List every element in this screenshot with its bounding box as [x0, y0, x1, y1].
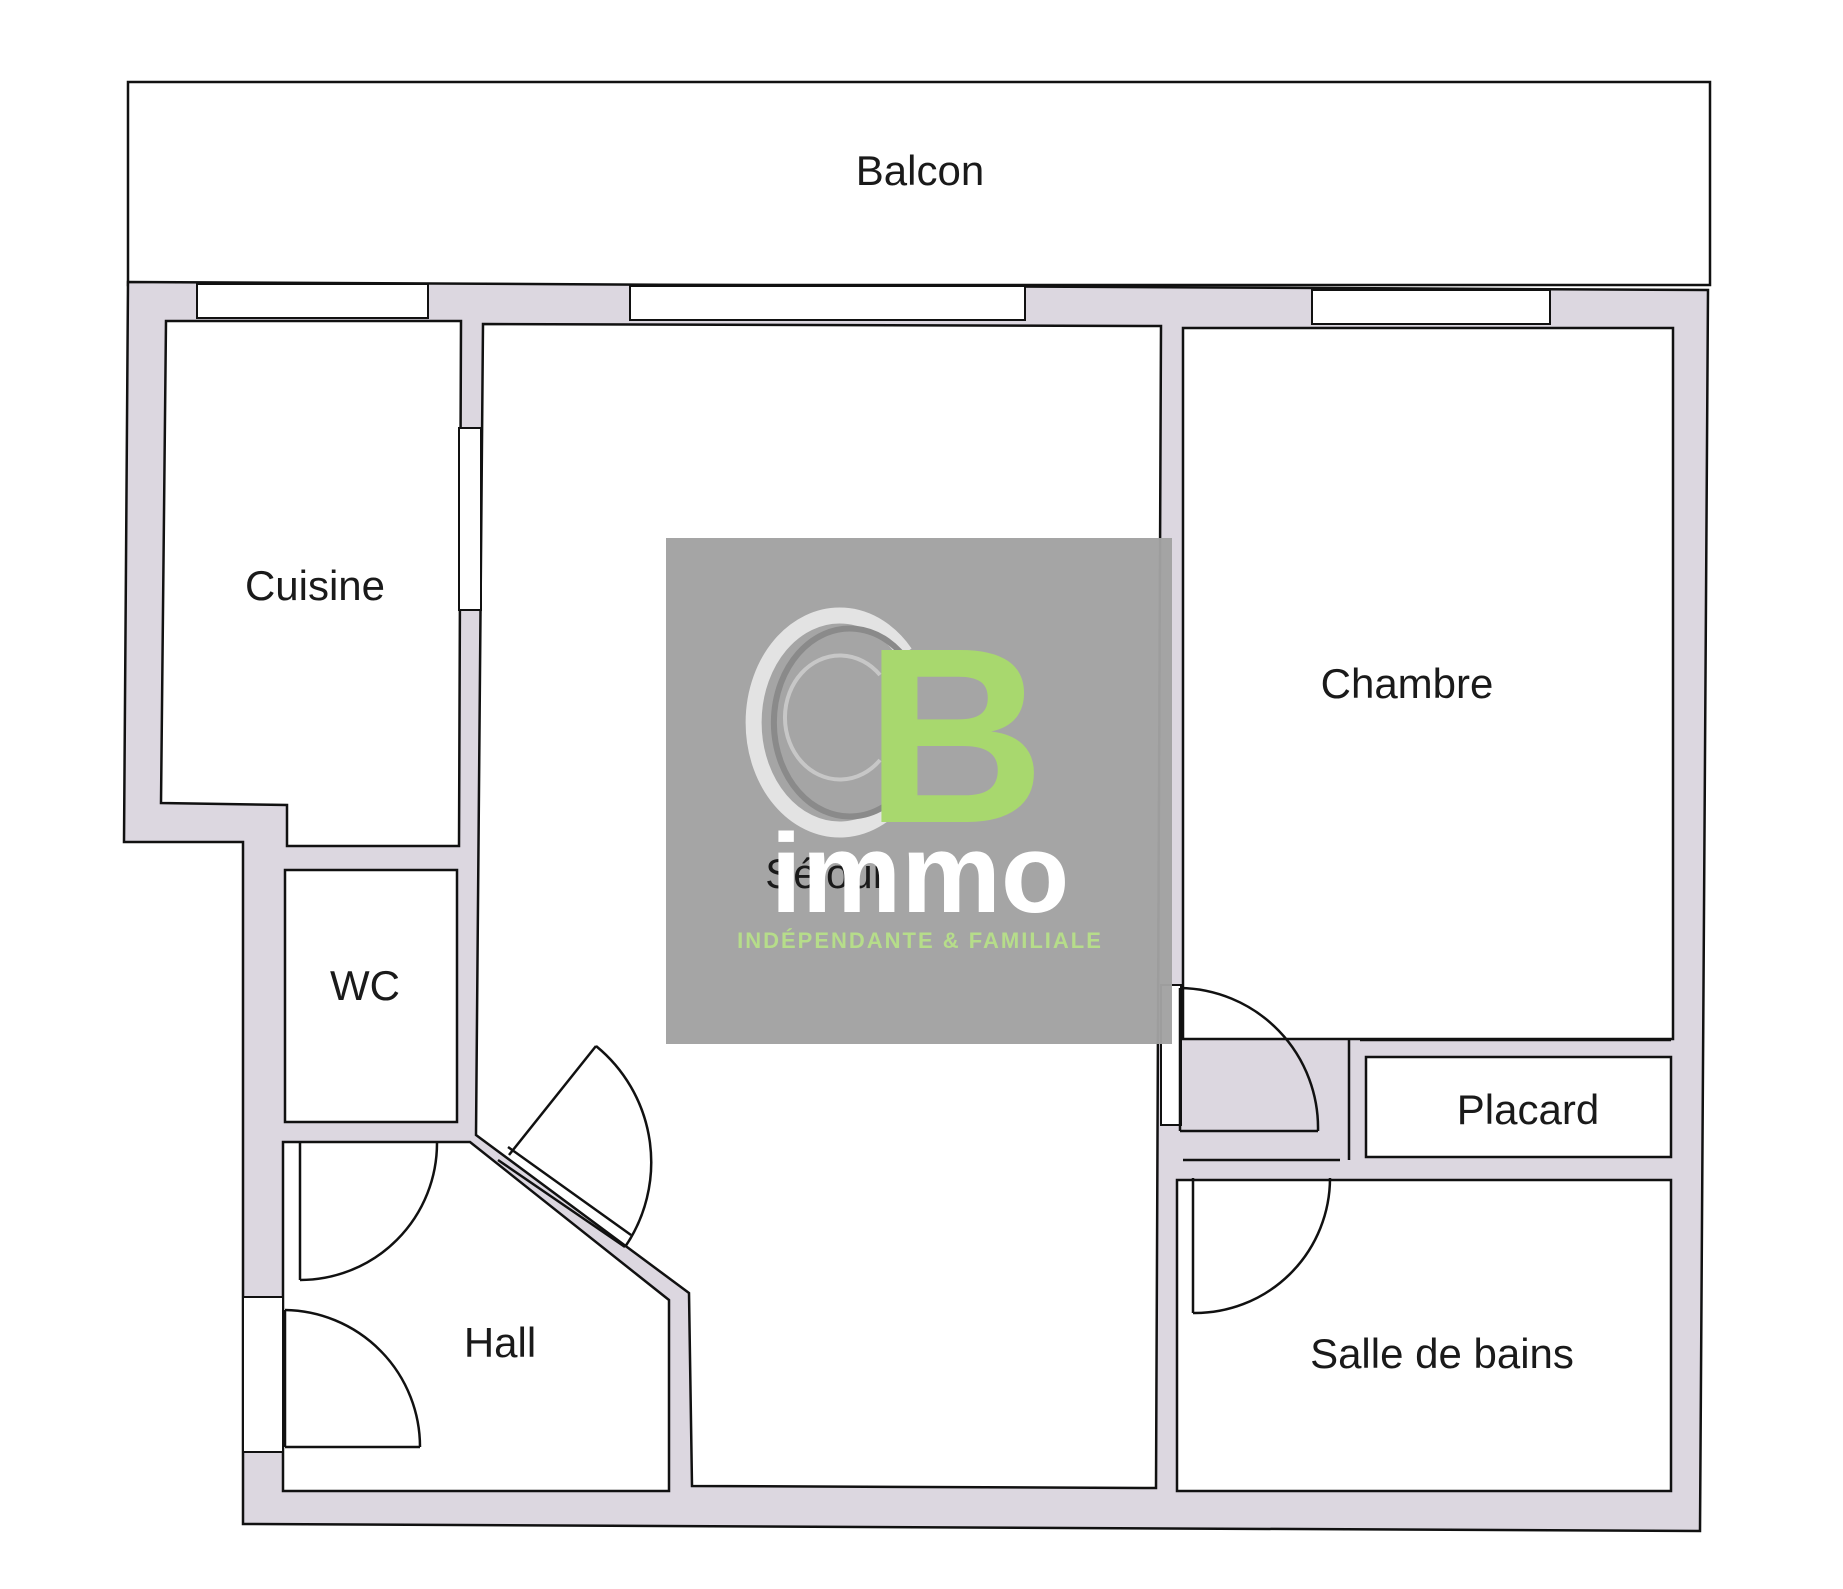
logo-c-icon: [745, 607, 913, 838]
label-salle-de-bains: Salle de bains: [1310, 1330, 1574, 1377]
watermark-background: [666, 538, 1172, 1044]
room-wc: [283, 868, 459, 1124]
door-wc: [298, 1142, 439, 1282]
label-cuisine: Cuisine: [245, 562, 385, 609]
balcony-area: [126, 80, 1712, 287]
label-chambre: Chambre: [1321, 660, 1494, 707]
label-sejour: Séjour: [765, 850, 886, 897]
label-placard: Placard: [1457, 1086, 1599, 1133]
door-chambre: [1178, 986, 1320, 1133]
door-salle-de-bains: [1183, 1158, 1340, 1315]
label-wc: WC: [330, 962, 400, 1009]
room-salle-de-bains: [1175, 1178, 1673, 1493]
door-sejour: [497, 1045, 653, 1249]
room-placard: [1364, 1055, 1673, 1159]
window-cuisine: [196, 283, 429, 319]
room-chambre: [1181, 326, 1675, 1041]
window-left-entry: [242, 1296, 284, 1453]
logo-b-letter: B: [865, 596, 1046, 875]
door-entry: [283, 1308, 422, 1449]
cuisine-sejour-opening: [458, 427, 482, 611]
watermark-logo: Séjour B immo INDÉPENDANTE & FAMILIALE: [666, 538, 1172, 1044]
logo-brand-text: immo: [771, 811, 1070, 936]
window-chambre: [1311, 289, 1551, 325]
window-sejour: [629, 285, 1026, 321]
label-hall: Hall: [464, 1319, 536, 1366]
label-balcon: Balcon: [856, 147, 984, 194]
logo-tagline: INDÉPENDANTE & FAMILIALE: [737, 928, 1103, 953]
room-cuisine: [159, 319, 463, 848]
